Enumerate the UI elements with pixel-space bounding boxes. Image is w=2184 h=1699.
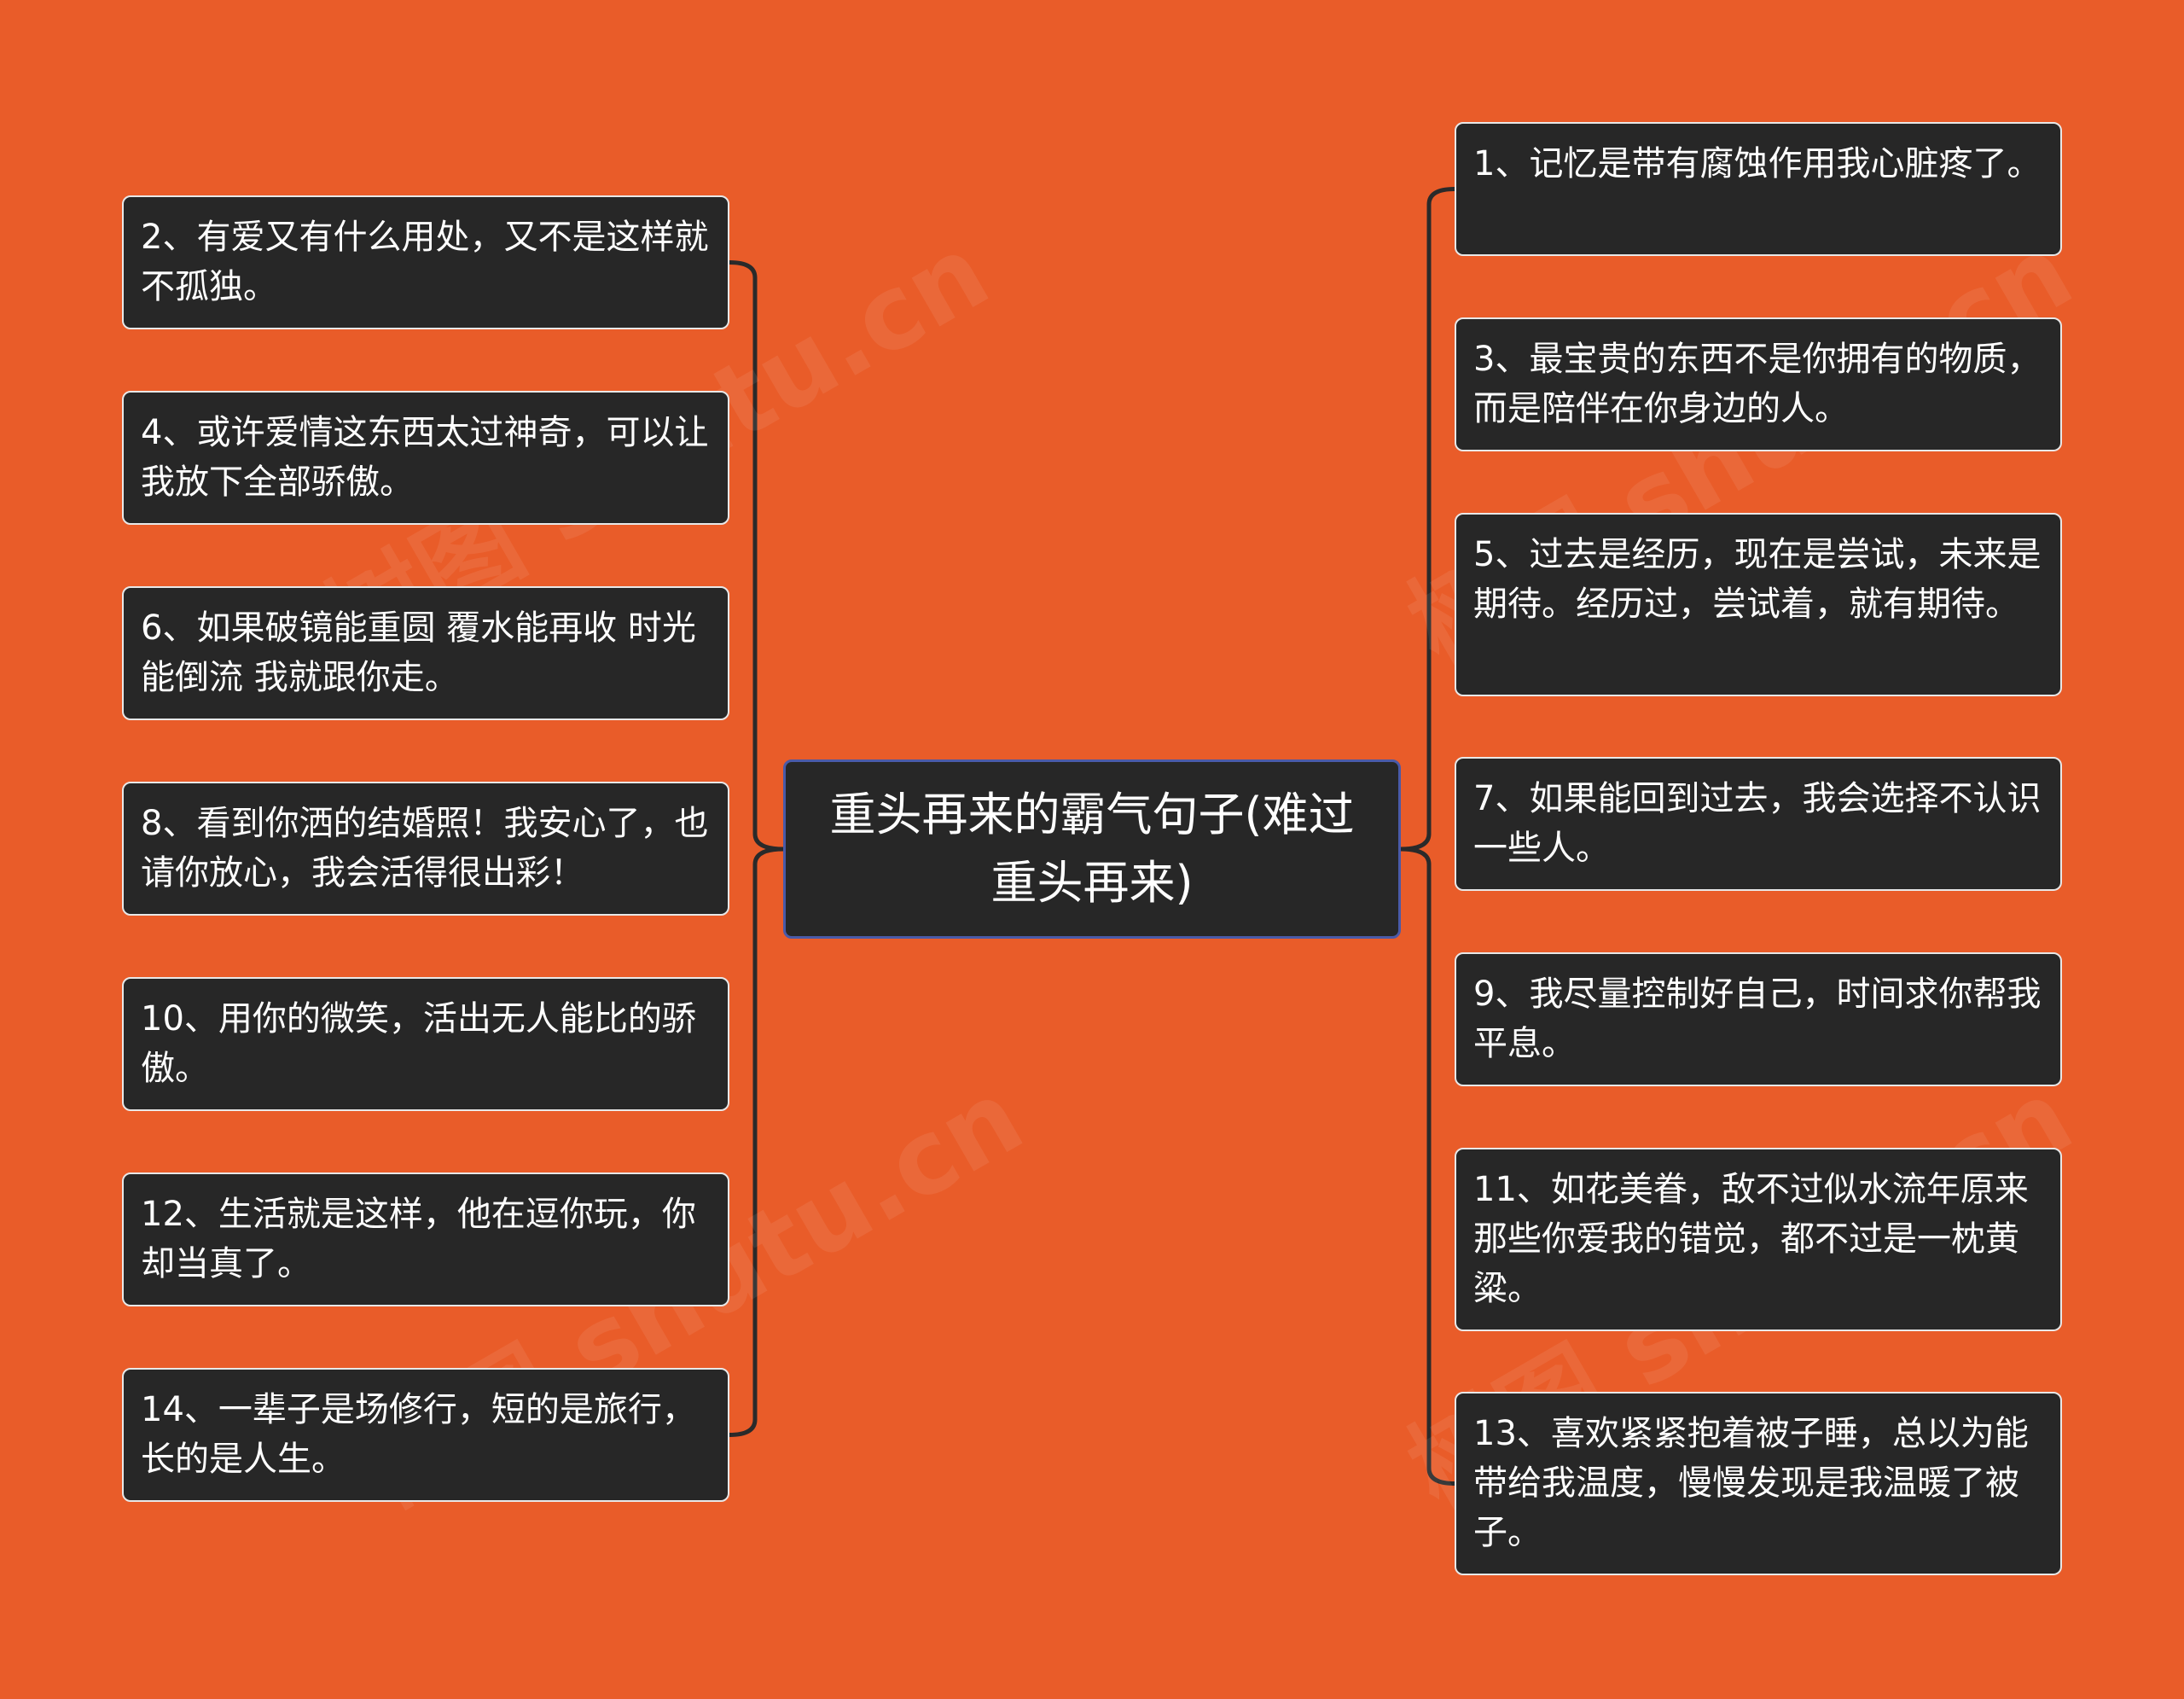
left-node-6[interactable]: 12、生活就是这样，他在逗你玩，你却当真了。 — [122, 1172, 729, 1306]
central-topic[interactable]: 重头再来的霸气句子(难过重头再来) — [783, 759, 1401, 939]
right-node-7[interactable]: 13、喜欢紧紧抱着被子睡，总以为能带给我温度，慢慢发现是我温暖了被子。 — [1455, 1392, 2062, 1575]
right-node-6[interactable]: 11、如花美眷，敌不过似水流年原来那些你爱我的错觉，都不过是一枕黄粱。 — [1455, 1148, 2062, 1331]
right-node-3[interactable]: 5、过去是经历，现在是尝试，未来是期待。经历过，尝试着，就有期待。 — [1455, 513, 2062, 696]
left-node-2[interactable]: 4、或许爱情这东西太过神奇，可以让我放下全部骄傲。 — [122, 391, 729, 525]
right-bracket-upper — [1398, 187, 1457, 852]
right-node-4[interactable]: 7、如果能回到过去，我会选择不认识一些人。 — [1455, 757, 2062, 891]
left-bracket-lower — [727, 847, 786, 1437]
left-node-1[interactable]: 2、有爱又有什么用处，又不是这样就不孤独。 — [122, 195, 729, 329]
right-bracket-lower — [1398, 847, 1457, 1486]
left-node-5[interactable]: 10、用你的微笑，活出无人能比的骄傲。 — [122, 977, 729, 1111]
left-bracket-upper — [727, 260, 786, 852]
right-node-5[interactable]: 9、我尽量控制好自己，时间求你帮我平息。 — [1455, 952, 2062, 1086]
left-node-3[interactable]: 6、如果破镜能重圆 覆水能再收 时光能倒流 我就跟你走。 — [122, 586, 729, 720]
left-node-4[interactable]: 8、看到你洒的结婚照！我安心了，也请你放心，我会活得很出彩！ — [122, 782, 729, 916]
left-node-7[interactable]: 14、一辈子是场修行，短的是旅行，长的是人生。 — [122, 1368, 729, 1502]
right-node-2[interactable]: 3、最宝贵的东西不是你拥有的物质，而是陪伴在你身边的人。 — [1455, 317, 2062, 451]
central-topic-label: 重头再来的霸气句子(难过重头再来) — [829, 788, 1355, 910]
right-node-1[interactable]: 1、记忆是带有腐蚀作用我心脏疼了。 — [1455, 122, 2062, 256]
